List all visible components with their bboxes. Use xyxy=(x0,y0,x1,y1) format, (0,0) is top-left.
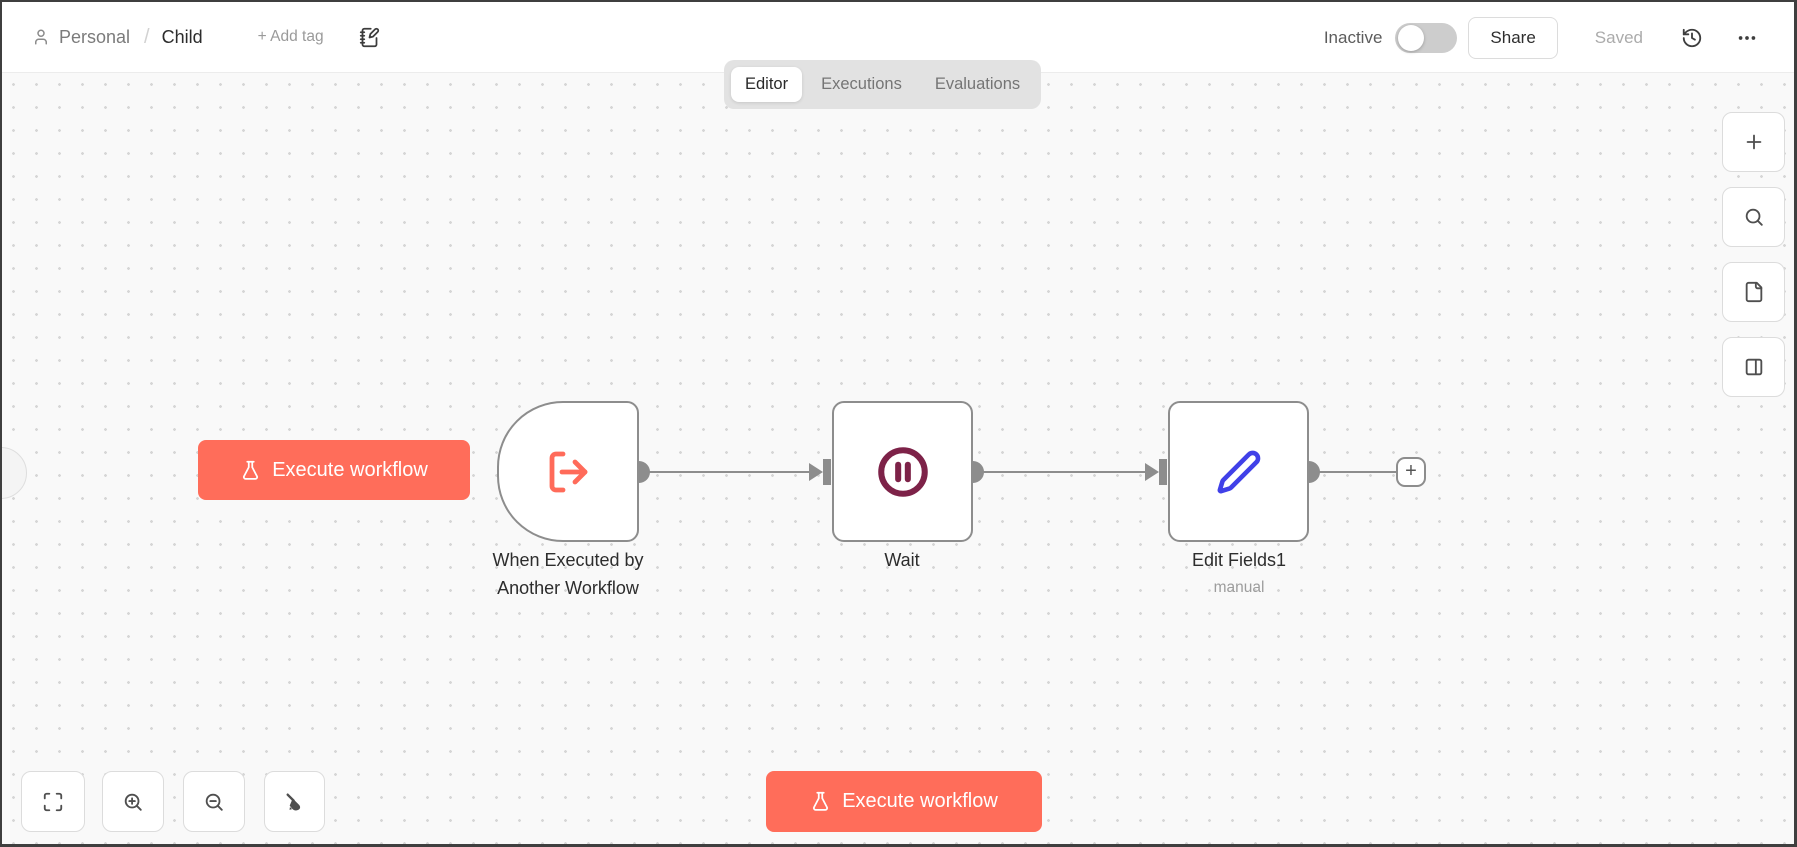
search-button[interactable] xyxy=(1722,187,1785,247)
tab-evaluations[interactable]: Evaluations xyxy=(934,75,1021,93)
user-icon xyxy=(32,28,50,46)
panel-right-icon xyxy=(1745,358,1762,376)
fit-view-button[interactable] xyxy=(21,771,85,832)
activation-status-label: Inactive xyxy=(1323,27,1383,47)
file-icon xyxy=(1745,281,1762,303)
more-options-icon[interactable] xyxy=(1736,27,1758,49)
fit-view-icon xyxy=(43,792,63,811)
connection-wait-edit[interactable] xyxy=(976,470,1148,473)
header-actions: Inactive Share Saved xyxy=(1324,2,1758,73)
add-node-panel-button[interactable] xyxy=(1722,112,1785,172)
connection-arrowhead xyxy=(809,463,823,481)
flask-icon xyxy=(813,791,829,811)
add-node-button[interactable]: + xyxy=(1396,457,1426,487)
zoom-in-icon xyxy=(124,793,142,811)
workflow-title[interactable]: Child xyxy=(161,26,203,47)
left-panel-handle[interactable] xyxy=(2,447,27,499)
sticky-note-button[interactable] xyxy=(1722,262,1785,322)
input-connector-edit xyxy=(1159,459,1167,485)
node-wait[interactable] xyxy=(832,401,973,542)
node-edit-fields1[interactable] xyxy=(1168,401,1309,542)
log-out-icon xyxy=(549,451,588,492)
node-label-trigger: When Executed by Another Workflow xyxy=(492,550,644,598)
execute-workflow-button-bottom[interactable]: Execute workflow xyxy=(766,771,1042,832)
breadcrumb-separator: / xyxy=(144,25,150,48)
execute-workflow-button[interactable]: Execute workflow xyxy=(198,440,470,500)
flask-icon xyxy=(243,460,259,480)
node-subtitle: manual xyxy=(1213,578,1265,596)
view-tabs: Editor Executions Evaluations xyxy=(724,60,1042,109)
breadcrumb-project[interactable]: Personal xyxy=(59,26,131,47)
add-tag-button[interactable]: + Add tag xyxy=(257,28,324,45)
zoom-out-button[interactable] xyxy=(183,771,245,832)
tab-editor[interactable]: Editor xyxy=(731,67,803,102)
save-status: Saved xyxy=(1594,27,1643,47)
pen-icon xyxy=(1217,450,1260,493)
zoom-in-button[interactable] xyxy=(102,771,164,832)
node-label-wait: Wait xyxy=(884,550,920,570)
connection-edit-plus xyxy=(1312,470,1398,473)
tab-executions[interactable]: Executions xyxy=(821,75,902,93)
toggle-panel-button[interactable] xyxy=(1722,337,1785,397)
zoom-out-icon xyxy=(205,793,223,811)
search-icon xyxy=(1745,208,1763,226)
pause-circle-icon xyxy=(877,446,928,497)
notebook-pen-icon[interactable] xyxy=(359,27,380,48)
connection-trigger-wait[interactable] xyxy=(642,470,812,473)
toggle-knob xyxy=(1398,24,1425,51)
plus-icon xyxy=(1746,134,1761,150)
share-button[interactable]: Share xyxy=(1468,16,1558,59)
node-label-edit-fields: Edit Fields1 manual xyxy=(1089,547,1389,600)
connection-arrowhead xyxy=(1145,463,1159,481)
history-icon[interactable] xyxy=(1681,27,1703,49)
node-when-executed-by-another-workflow[interactable] xyxy=(497,401,639,542)
workflow-canvas[interactable]: Execute workflow + When Executed by Anot… xyxy=(2,73,1794,844)
input-connector-wait xyxy=(823,459,831,485)
activation-toggle[interactable] xyxy=(1395,22,1458,53)
tidy-up-button[interactable] xyxy=(264,771,325,832)
tidy-up-icon xyxy=(285,792,300,810)
